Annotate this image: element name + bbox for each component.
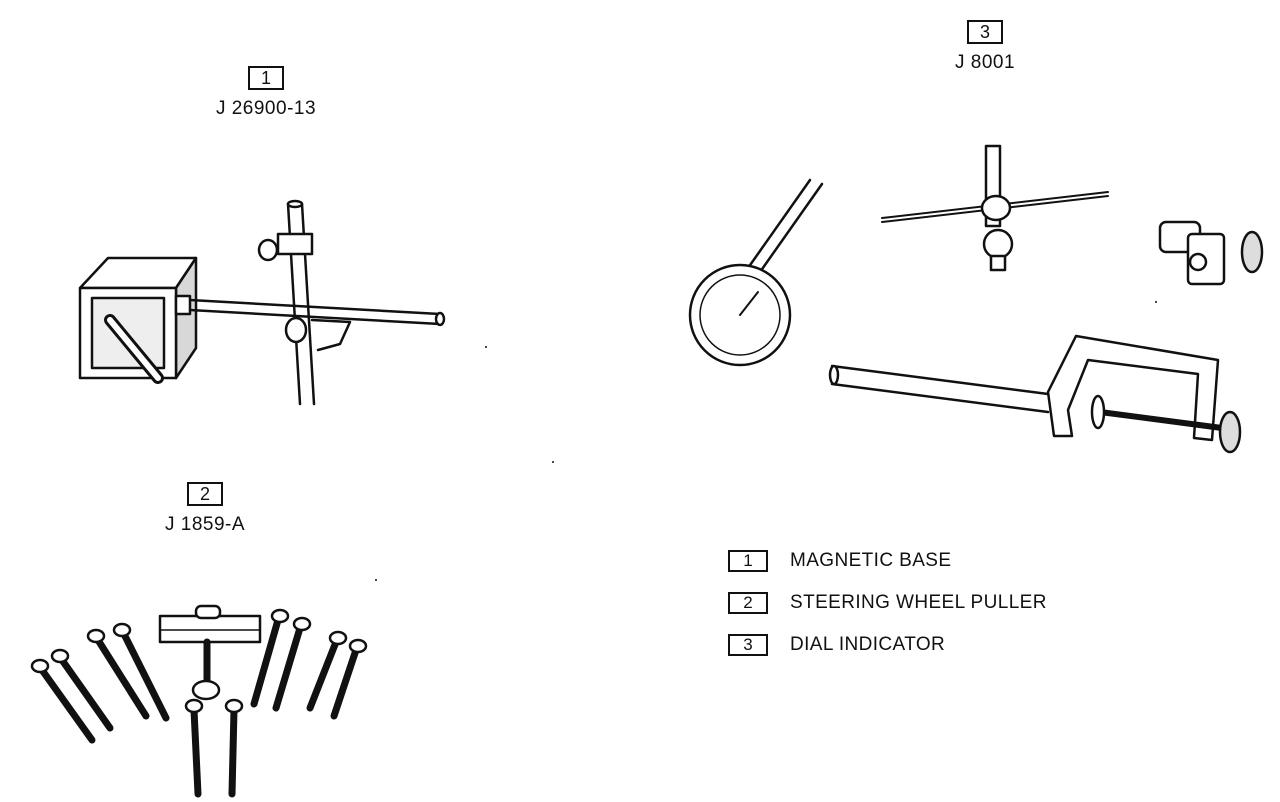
steering-wheel-puller-illustration: [30, 604, 368, 798]
legend-item: 2 STEERING WHEEL PULLER: [728, 582, 1047, 624]
legend-item: 1 MAGNETIC BASE: [728, 540, 1047, 582]
callout-box: 3: [966, 20, 1003, 44]
dial-indicator-illustration: [688, 144, 1264, 454]
tool-label-1: 1 J 26900-13: [200, 66, 332, 120]
callout-box: 1: [247, 66, 284, 90]
callout-box: 2: [186, 482, 223, 506]
legend: 1 MAGNETIC BASE 2 STEERING WHEEL PULLER …: [728, 540, 1047, 666]
legend-callout: 1: [728, 550, 768, 572]
scatter-dots: [375, 301, 1157, 581]
tool-number: J 1859-A: [164, 514, 246, 535]
tool-label-2: 2 J 1859-A: [140, 482, 270, 536]
legend-callout: 2: [728, 592, 768, 614]
legend-item: 3 DIAL INDICATOR: [728, 624, 1047, 666]
tool-label-3: 3 J 8001: [930, 20, 1040, 74]
legend-label: MAGNETIC BASE: [790, 550, 952, 571]
legend-callout: 3: [728, 634, 768, 656]
legend-label: STEERING WHEEL PULLER: [790, 592, 1047, 613]
magnetic-base-illustration: [78, 199, 446, 406]
tool-number: J 26900-13: [215, 98, 317, 119]
legend-label: DIAL INDICATOR: [790, 634, 946, 655]
tool-number: J 8001: [954, 52, 1016, 73]
